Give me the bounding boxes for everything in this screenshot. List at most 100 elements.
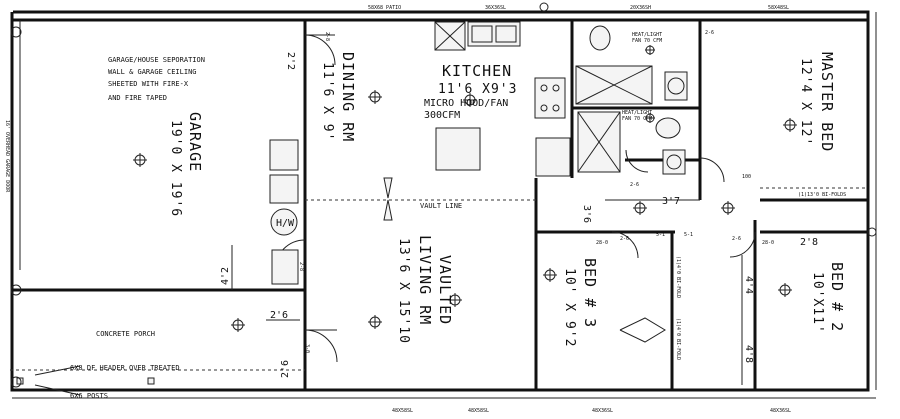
garage-door-label: 16' OVERHEAD GARAGE DOOR (4, 120, 10, 193)
door-size-e: 2-8 (324, 32, 330, 41)
light-porch2 (231, 318, 245, 332)
bed2-size: 10'X11' (810, 272, 825, 334)
dimension-lines (16, 199, 743, 396)
light-dining (368, 90, 382, 104)
corner-mark-sw (10, 376, 22, 388)
vault-line-label: VAULT LINE (420, 202, 462, 210)
washer (269, 139, 299, 171)
door-size-i: 5-1 (656, 232, 665, 238)
refrigerator-x2 (434, 21, 466, 51)
light-bed2 (778, 283, 792, 297)
living-size: 13'6 X 15'10 (396, 238, 411, 344)
burner-2 (552, 84, 560, 92)
shower-x2 (577, 111, 621, 173)
kitchen-title: KITCHEN (442, 62, 512, 80)
door-size-j: 100 (742, 174, 751, 180)
living-window-1-label: 48X58SL (392, 408, 413, 414)
light-garage (133, 153, 147, 167)
door-size-h: 5-1 (684, 232, 693, 238)
bath-window-label: 20X36SH (630, 5, 651, 11)
bed2-dim-b: 4'4 (743, 276, 754, 294)
light-living (448, 293, 462, 307)
leader-posts (34, 384, 81, 396)
light-bed3 (543, 268, 557, 282)
leader-header (34, 365, 81, 376)
post-1 (16, 377, 24, 385)
corner-mark-e (867, 227, 877, 237)
bath-door (625, 149, 649, 173)
beam-marker (383, 177, 666, 343)
interior-walls (12, 20, 868, 390)
light-master (783, 118, 797, 132)
kitchen-note-1: MICRO HOOD/FAN (424, 98, 508, 109)
range (534, 77, 566, 119)
corner-mark-nw (10, 26, 22, 38)
bath2-fan-note-1: HEAT/LIGHT (622, 110, 652, 116)
master-title: MASTER BED (818, 52, 836, 152)
garage-dim-2-2: 2'2 (285, 52, 296, 70)
outer-wall (10, 10, 870, 392)
bed2-window-label: 48X36SL (770, 408, 791, 414)
lavatory-2 (662, 149, 686, 175)
bath1-fan-note-2: FAN 70 CFM (632, 38, 662, 44)
fixtures (269, 21, 688, 285)
living-window-2-label: 48X58SL (468, 408, 489, 414)
bed2-door (729, 231, 756, 258)
kitchen-note-2: 300CFM (424, 110, 460, 121)
light-porch (368, 315, 382, 329)
bifold-3-label: (1)4'0 BI-FOLD (675, 318, 681, 360)
post-2 (147, 377, 155, 385)
lavatory-1-bowl (667, 77, 685, 95)
vault-beam-bottom (383, 199, 393, 221)
door-size-f: 2-8 (298, 262, 304, 271)
sink-bowl-1 (471, 25, 493, 43)
hall-length: 3'6 (581, 205, 592, 223)
burner-4 (552, 104, 560, 112)
bath-fan-labels: HEAT/LIGHT FAN 70 CFM HEAT/LIGHT FAN 70 … (622, 32, 662, 122)
door-size-g: 3-0 (304, 344, 310, 353)
garage-size: 19'0 X 19'6 (168, 120, 183, 217)
door-size-d: 2-6 (732, 236, 741, 242)
bed2-dim-c: 4'8 (743, 345, 754, 363)
porch-note-1: 6X8 DF HEADER OVER TREATED (70, 364, 180, 372)
bifold-closet (619, 317, 666, 343)
dryer (269, 174, 299, 204)
garage-dim-2-6: 2'6 (270, 310, 288, 321)
dining-size: 11'6 X 9' (320, 62, 335, 141)
kitchen-island (435, 127, 481, 171)
bed3-size: 10' X 9'2 (562, 268, 577, 347)
burner-3 (540, 104, 548, 112)
lavatory-2-bowl (666, 154, 682, 170)
lavatory-1 (664, 71, 688, 101)
bed3-door (611, 231, 639, 259)
kitchen-size: 11'6 X9'3 (438, 82, 517, 97)
door-size-c: 2-6 (620, 236, 629, 242)
light-hall2 (633, 201, 647, 215)
light-bath2 (645, 113, 655, 123)
garage-note-2: WALL & GARAGE CEILING (108, 68, 197, 76)
hall-width: 3'7 (662, 196, 680, 207)
living-title-2: LIVING RM (416, 235, 434, 325)
light-kitchen (463, 93, 477, 107)
master-window-label: 58X48SL (768, 5, 789, 11)
bed2-dim-a: 2'8 (800, 237, 818, 248)
garage-note-1: GARAGE/HOUSE SEPORATION (108, 56, 205, 64)
toilet-2 (655, 117, 681, 139)
light-hall (721, 201, 735, 215)
kitchen-window-label: 36X36SL (485, 5, 506, 11)
exterior-walls (10, 10, 877, 399)
toilet-1 (589, 25, 611, 51)
master-size: 12'4 X 12' (798, 58, 813, 146)
bed2-title: BED # 2 (828, 262, 846, 332)
hw-label: H/W (276, 218, 295, 229)
bath2-fan-note-2: FAN 70 CFM (622, 116, 652, 122)
dining-title: DINING RM (339, 52, 357, 142)
corner-mark-n (539, 2, 549, 12)
master-bifold-label: (1)13'0 BI-FOLDS (798, 192, 846, 198)
misc-dimensions: 3'7 3'6 2'8 4'4 4'8 2-6 2-6 2-6 2-6 2-8 … (298, 30, 818, 363)
burner-1 (540, 84, 548, 92)
garage-dim-2-6b: 2'6 (280, 360, 291, 378)
water-heater (270, 208, 298, 236)
